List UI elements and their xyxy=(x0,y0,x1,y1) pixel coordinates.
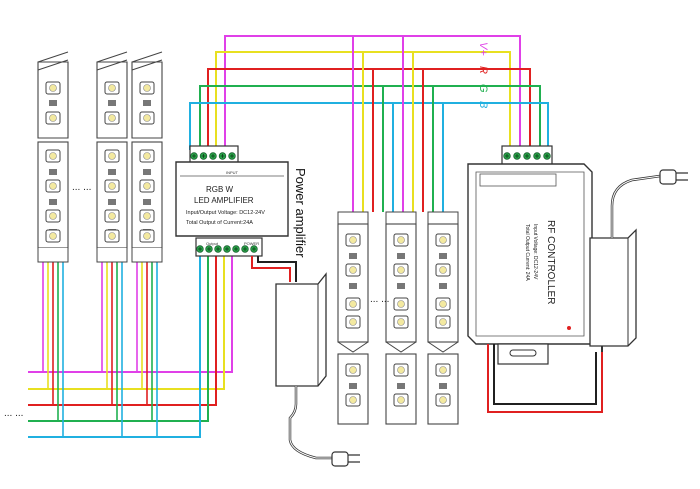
middle-strip-3-lower xyxy=(427,353,459,425)
middle-strip-3 xyxy=(427,223,459,343)
middle-strips-ellipsis: ... ... xyxy=(370,294,389,305)
wire-bottom-g xyxy=(28,250,209,422)
wire-bus-bottom xyxy=(28,250,233,438)
resistor xyxy=(439,253,447,259)
left-led-strips xyxy=(37,51,163,263)
amp-output-label: Output xyxy=(206,241,219,246)
amp-power-lead-black xyxy=(257,256,297,282)
resistor xyxy=(349,383,357,389)
wire-v-plus xyxy=(224,35,521,150)
amp-input-label: INPUT xyxy=(226,170,239,175)
controller-current: Total Output Current: 24A xyxy=(524,224,530,281)
rf-controller: RF CONTROLLER Input Voltage: DC12-24V To… xyxy=(467,145,593,365)
controller-psu-cable xyxy=(610,174,661,238)
middle-strip-2 xyxy=(385,223,417,343)
controller-psu-body xyxy=(589,228,637,347)
resistor xyxy=(349,283,357,289)
wire-bottom-w xyxy=(28,250,225,390)
wire-labels: V+ R G B xyxy=(477,42,489,108)
controller-title: RF CONTROLLER xyxy=(545,220,556,304)
resistor xyxy=(143,169,151,175)
resistor xyxy=(49,169,57,175)
amp-voltage-spec: Input/Output Voltage: DC12-24V xyxy=(186,210,265,216)
controller-psu-plug xyxy=(659,169,677,185)
controller-led xyxy=(567,326,571,330)
controller-power-lead-red xyxy=(487,344,603,413)
left-strip-3 xyxy=(131,141,163,249)
bottom-left-ellipsis: ... ... xyxy=(4,408,23,419)
middle-strip-2-lower xyxy=(385,353,417,425)
resistor xyxy=(108,199,116,205)
resistor xyxy=(49,199,57,205)
resistor xyxy=(439,383,447,389)
left-strips-ellipsis: ... ... xyxy=(72,182,91,193)
amp-current-spec: Total Output of Current:24A xyxy=(186,220,253,226)
resistor xyxy=(439,283,447,289)
middle-strip-1 xyxy=(337,223,369,343)
controller-label-strip xyxy=(479,173,557,187)
wire-bottom-v-plus xyxy=(28,250,233,373)
amp-body xyxy=(175,161,289,237)
rgbw-amplifier: INPUT RGB W LED AMPLIFIER Input/Output V… xyxy=(175,145,308,258)
controller-screws xyxy=(503,152,551,160)
left-strip-leads xyxy=(42,262,158,437)
resistor xyxy=(397,253,405,259)
wire-bus xyxy=(189,35,549,212)
left-strip-2 xyxy=(96,141,128,249)
amp-psu-plug xyxy=(331,451,349,467)
amp-power-lead-red xyxy=(251,256,291,282)
wire-g xyxy=(199,85,541,150)
resistor xyxy=(397,283,405,289)
label-r: R xyxy=(477,66,489,74)
resistor xyxy=(143,199,151,205)
left-strip-1 xyxy=(37,141,69,249)
wire-bottom-r xyxy=(28,250,217,406)
wire-b xyxy=(189,102,549,150)
amp-power-label: POWER xyxy=(244,241,259,246)
wire-bottom-b xyxy=(28,250,201,438)
amp-power-supply xyxy=(275,272,360,467)
amp-title: RGB W xyxy=(206,185,234,194)
wire-r xyxy=(207,68,531,150)
amp-input-screws xyxy=(190,152,236,160)
amp-output-screws xyxy=(196,245,258,253)
power-amplifier-label: Power amplifier xyxy=(293,168,308,258)
middle-led-strips xyxy=(337,211,459,425)
resistor xyxy=(108,169,116,175)
label-g: G xyxy=(477,84,489,93)
resistor xyxy=(397,383,405,389)
resistor xyxy=(349,253,357,259)
controller-power-lead-black xyxy=(493,344,597,405)
middle-strip-1-lower xyxy=(337,353,369,425)
label-v-plus: V+ xyxy=(477,42,489,56)
label-b: B xyxy=(477,101,489,108)
controller-power-supply xyxy=(589,169,688,352)
controller-voltage: Input Voltage: DC12-24V xyxy=(532,224,538,280)
amp-subtitle: LED AMPLIFIER xyxy=(194,196,254,205)
